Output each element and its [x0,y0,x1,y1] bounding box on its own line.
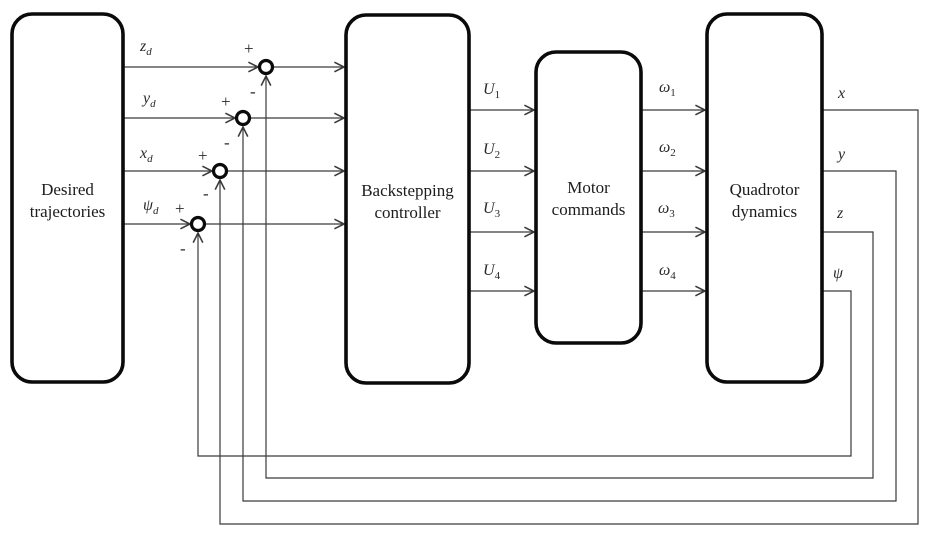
label-desired-trajectories-line2: trajectories [29,202,106,221]
signal-label-omega3: ω3 [658,200,675,221]
signal-label-u3: U3 [483,200,501,221]
signal-label-z: z [837,205,844,222]
label-backstepping-controller-line2: controller [374,203,441,222]
block-desired-trajectories [10,12,125,384]
signal-label-x: x [838,85,846,102]
signal-label-omega2: ω2 [659,139,676,160]
sum-junction-psid [189,215,207,233]
signal-label-xd: xd [140,145,153,166]
feedback-path-x [214,109,919,525]
signal-label-psi: ψ [833,265,843,282]
label-backstepping-controller-line1: Backstepping [361,181,454,200]
signal-label-u2: U2 [483,141,501,162]
label-desired-trajectories-line1: Desired [41,180,94,199]
label-motor-commands-line2: commands [551,200,626,219]
sum-sign-xd-plus: + [198,146,208,165]
signal-label-yd: yd [143,90,156,111]
sum-junction-zd [257,58,275,76]
signal-label-psid: ψd [143,197,159,218]
sum-sign-zd-minus: - [250,82,256,101]
block-motor-commands [534,50,643,345]
label-quadrotor-dynamics: Quadrotor dynamics [707,179,822,223]
label-motor-commands: Motor commands [536,177,641,221]
signal-label-y: y [838,146,846,163]
sum-sign-zd-plus: + [244,39,254,58]
signal-label-u1: U1 [483,81,501,102]
sum-sign-yd-minus: - [224,133,230,152]
sum-sign-xd-minus: - [203,184,209,203]
sum-sign-yd-plus: + [221,92,231,111]
label-backstepping-controller: Backstepping controller [346,180,469,224]
feedback-path-psi [192,231,852,457]
signal-label-omega1: ω1 [659,79,676,100]
feedback-path-z [260,74,874,479]
signal-label-zd: zd [140,38,152,59]
sum-junction-xd [211,162,229,180]
label-quadrotor-dynamics-line2: dynamics [731,202,798,221]
sum-sign-psid-minus: - [180,239,186,258]
sum-sign-psid-plus: + [175,199,185,218]
label-desired-trajectories: Desired trajectories [12,179,123,223]
feedback-path-y [237,125,897,502]
label-quadrotor-dynamics-line1: Quadrotor [729,180,800,199]
signal-label-u4: U4 [483,262,501,283]
sum-junction-yd [234,109,252,127]
block-backstepping-controller [344,13,471,385]
block-quadrotor-dynamics [705,12,824,384]
label-motor-commands-line1: Motor [567,178,610,197]
signal-label-omega4: ω4 [659,262,676,283]
